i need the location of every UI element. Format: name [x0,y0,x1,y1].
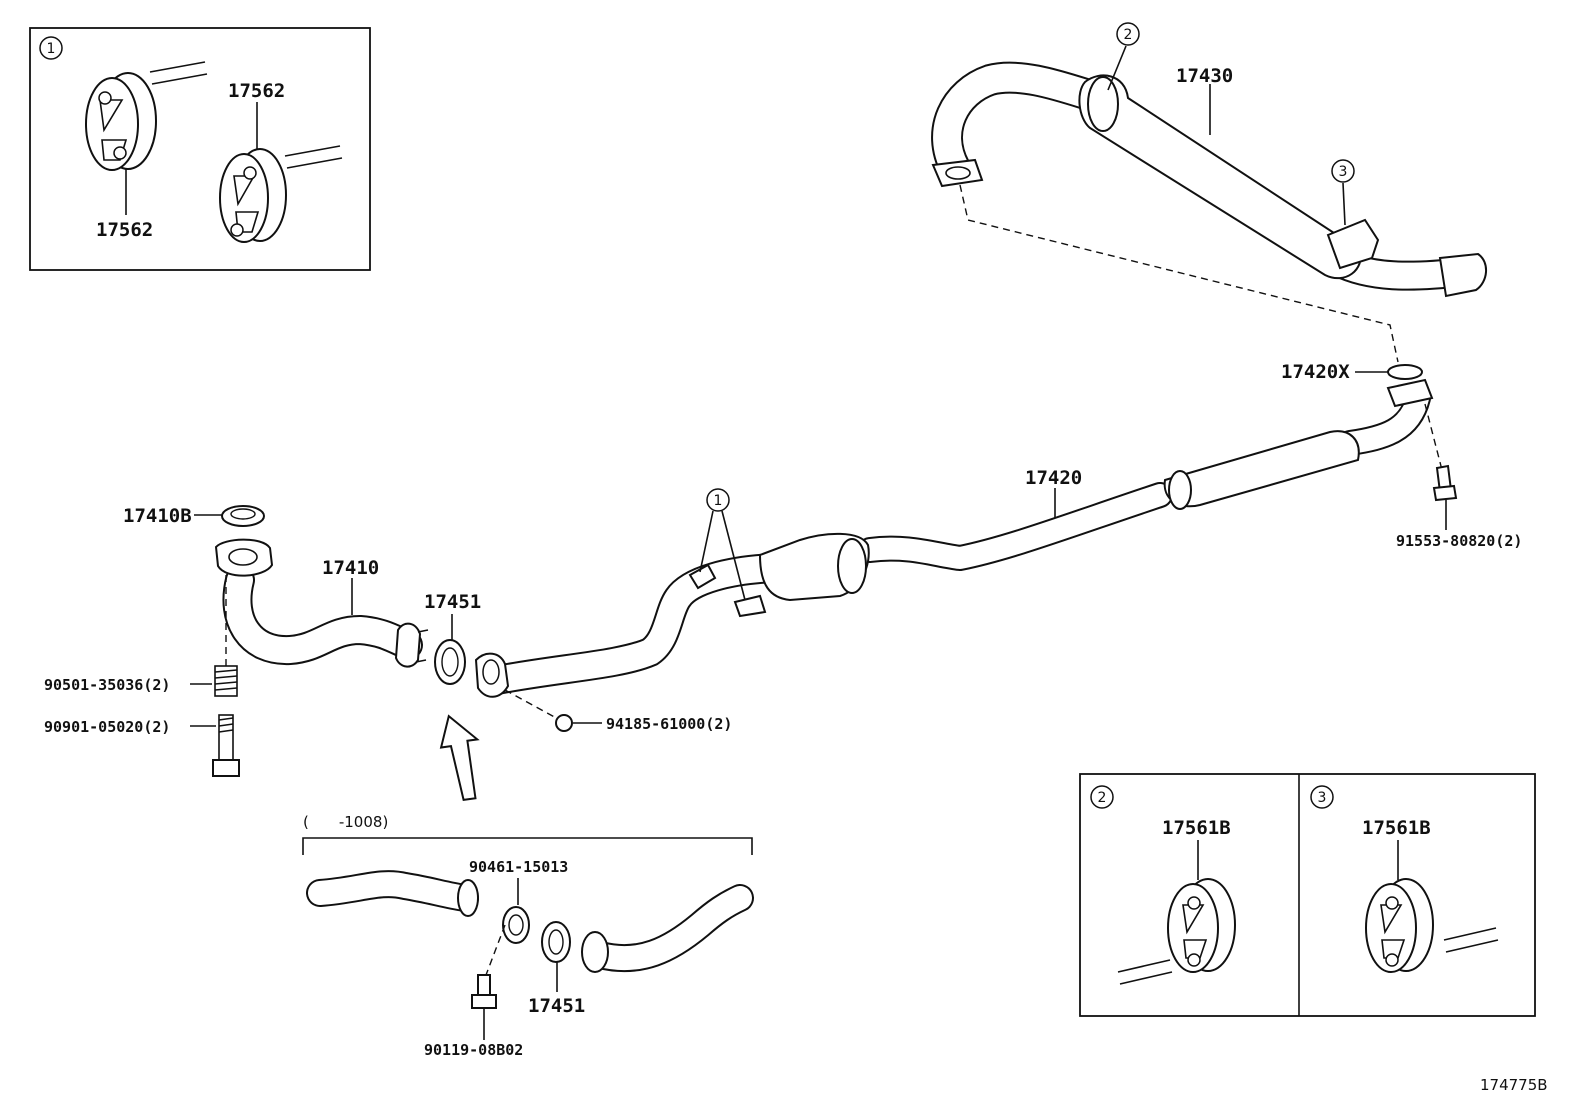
resonator [1163,430,1360,508]
muffler-body [1078,74,1362,280]
center-exhaust-pipe: 17420 1 [474,378,1434,698]
nut-dashed-line [504,689,561,721]
sub-detail-before-1008: ( -1008) 90461-15013 17451 90119-08B02 [302,813,754,1059]
center-pipe-callout-1 [706,488,730,512]
spring-90501 [214,665,238,697]
sub-bolt-90119 [477,974,491,996]
label-90901-05020: 90901-05020(2) [44,718,170,736]
label-17430: 17430 [1176,65,1233,87]
insert-1-callout-number: 1 [47,41,56,57]
insert-1-hangers: 1 17562 17562 [29,27,371,271]
muffler-callout-3-number: 3 [1339,164,1348,180]
muffler-rear-bracket [1326,218,1380,270]
center-pipe-callout-1-number: 1 [714,493,723,509]
label-17562-top: 17562 [228,80,285,102]
nut-94185 [555,714,573,732]
hanger-rubber-a [85,72,157,171]
insert-3-callout-number: 3 [1318,790,1327,806]
label-17410b: 17410B [123,505,192,527]
label-17451-front: 17451 [424,591,481,613]
label-17451-sub: 17451 [528,995,585,1017]
label-90461-15013: 90461-15013 [469,858,568,876]
label-91553-80820: 91553-80820(2) [1396,532,1522,550]
insert-3-callout-circle [1310,785,1334,809]
label-17561b-insert-3: 17561B [1362,817,1431,839]
label-94185-61000: 94185-61000(2) [606,715,732,733]
center-pipe-hanger-b [733,594,767,618]
front-pipe-lower-flange [394,622,422,668]
insert-1-rod-a [149,61,208,85]
gasket-17420x [1387,364,1423,380]
insert-1-rod-b [284,145,343,169]
label-17420x: 17420X [1281,361,1350,383]
sub-detail-range-label: ( -1008) [303,813,388,831]
label-17561b-insert-2: 17561B [1162,817,1231,839]
label-90119-08b02: 90119-08B02 [424,1041,523,1059]
insert-1-frame [29,27,371,271]
insert-1-callout-circle [39,36,63,60]
sub-detail-bracket [302,837,753,855]
tail-bolt-dashed-line [1424,403,1443,471]
hanger-rubber-17561b-a [1117,878,1236,985]
center-pipe-rear-flange [1386,378,1434,408]
insert-2-callout-circle [1090,785,1114,809]
muffler-assembly: 2 3 17430 [931,22,1487,298]
center-pipe-hanger-a [688,563,717,590]
label-90501-35036: 90501-35036(2) [44,676,170,694]
hanger-rubber-17561b-b [1365,878,1499,973]
label-17420: 17420 [1025,467,1082,489]
label-17562-bottom: 17562 [96,219,153,241]
hanger-rubber-b [219,148,287,243]
drawing-number: 174775B [1480,1076,1548,1094]
label-17410: 17410 [322,557,379,579]
muffler-callout-2-number: 2 [1124,27,1133,43]
front-exhaust-pipe: 17410 [214,538,429,668]
muffler-connection-dashed-line [959,184,1399,363]
tail-tip [1438,252,1487,298]
muffler-front-cap [1087,76,1119,132]
insert-2-callout-number: 2 [1098,790,1107,806]
bolt-90901 [212,714,240,777]
muffler-callout-3 [1331,159,1355,183]
insert-2-3-hangers: 2 3 17561B 17561B [1079,773,1536,1017]
sub-bolt-dashed-line [485,924,506,976]
insert-2-3-frame [1079,773,1536,1017]
muffler-callout-2 [1116,22,1140,46]
view-arrow [439,714,480,802]
